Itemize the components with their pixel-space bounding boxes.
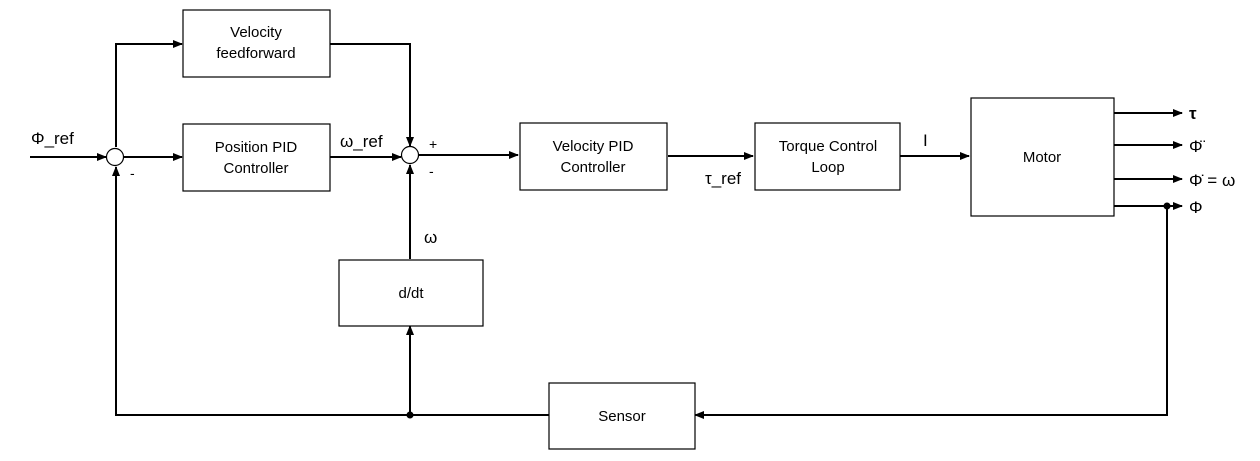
junction-phi — [1163, 202, 1171, 210]
phi-ref-label: Φ_ref — [31, 129, 74, 148]
summing-junction-velocity — [400, 145, 420, 165]
sensor-label: Sensor — [598, 408, 646, 425]
position-pid-line2: Controller — [223, 160, 288, 177]
summing-junction-position — [105, 147, 125, 167]
position-pid-block: Position PID Controller — [182, 123, 331, 192]
wires — [30, 40, 1183, 419]
velocity-feedforward-line1: Velocity — [230, 24, 282, 41]
sensor-block: Sensor — [548, 382, 696, 450]
wire-sensor-to-sum1 — [112, 166, 549, 416]
motor-block: Motor — [970, 97, 1115, 217]
torque-loop-line2: Loop — [811, 159, 844, 176]
motor-label: Motor — [1023, 149, 1061, 166]
sum2-plus-sign: + — [429, 136, 437, 152]
position-pid-line1: Position PID — [215, 139, 298, 156]
output-tau-label: τ — [1189, 104, 1197, 123]
velocity-feedforward-block: Velocity feedforward — [182, 9, 331, 78]
ddt-label: d/dt — [398, 285, 424, 302]
velocity-pid-block: Velocity PID Controller — [519, 122, 668, 191]
wire-to-feedforward — [115, 40, 183, 147]
velocity-feedforward-line2: feedforward — [216, 45, 295, 62]
wire-feedback-to-sensor — [694, 206, 1168, 419]
sum1-minus-sign: - — [130, 165, 135, 181]
ddt-block: d/dt — [338, 259, 484, 327]
tau-ref-label: τ_ref — [705, 169, 741, 188]
output-phi-label: Φ — [1189, 198, 1203, 217]
current-label: I — [923, 131, 928, 150]
torque-loop-line1: Torque Control — [779, 138, 877, 155]
output-phi-ddot-label: Φ̈ — [1189, 137, 1206, 156]
wire-feedforward-to-sum2 — [330, 43, 414, 147]
velocity-pid-line1: Velocity PID — [553, 138, 634, 155]
sum2-minus-sign: - — [429, 163, 434, 179]
omega-label: ω — [424, 228, 437, 247]
omega-ref-label: ω_ref — [340, 132, 383, 151]
junction-sensor — [406, 411, 414, 419]
torque-control-loop-block: Torque Control Loop — [754, 122, 901, 191]
output-phi-dot-label: Φ̇ = ω — [1189, 171, 1235, 190]
velocity-pid-line2: Controller — [560, 159, 625, 176]
